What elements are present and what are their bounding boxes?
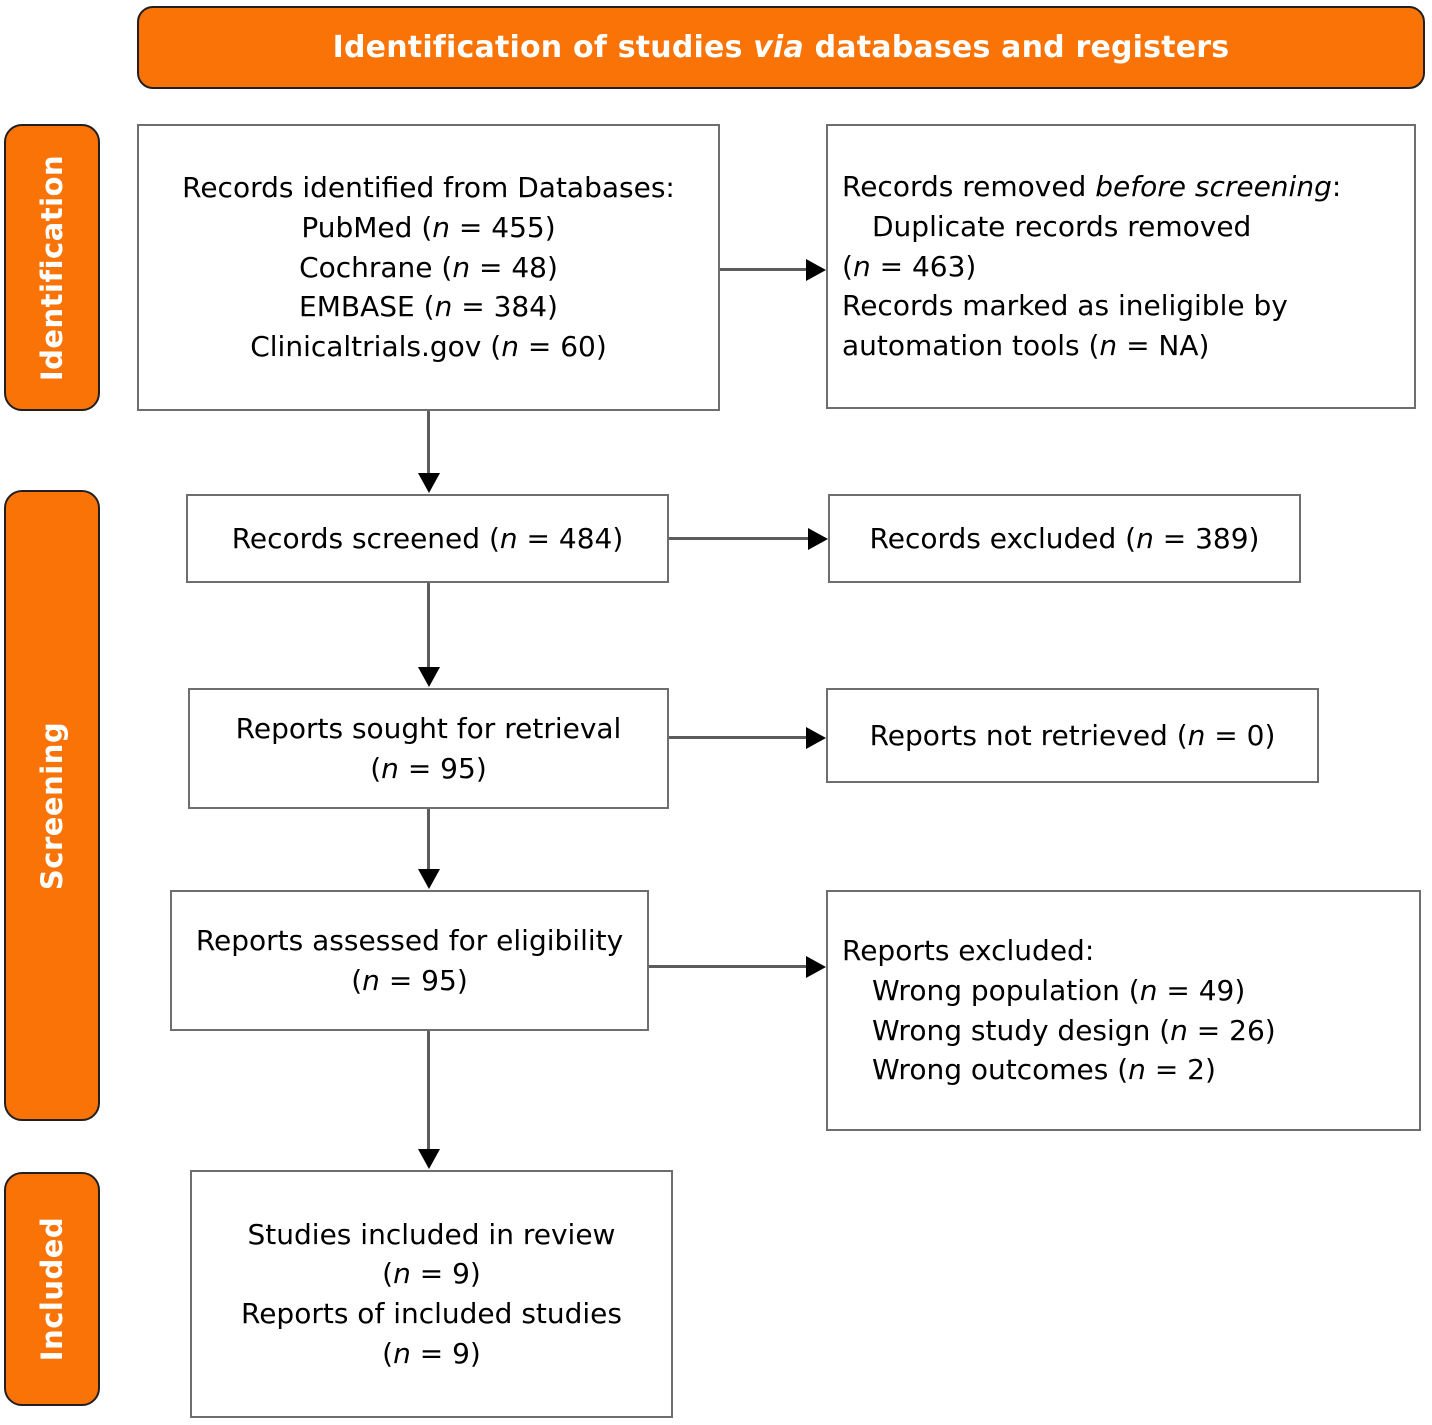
n-symbol: n bbox=[1128, 1053, 1146, 1087]
box-line: Reports of included studies bbox=[241, 1297, 622, 1330]
arrow-shaft bbox=[669, 537, 814, 540]
n-symbol: n bbox=[1099, 329, 1118, 363]
arrow-head bbox=[806, 259, 826, 281]
n-symbol: n bbox=[452, 250, 471, 284]
box-reports-not-retrieved: Reports not retrieved (n = 0) bbox=[826, 688, 1319, 783]
box-records-excluded-text: Records excluded (n = 389) bbox=[830, 519, 1299, 559]
box-line: (n = 95) bbox=[351, 963, 468, 997]
phase-label-included: Included bbox=[4, 1172, 100, 1406]
box-reports-assessed: Reports assessed for eligibility (n = 95) bbox=[170, 890, 649, 1031]
box-line: Wrong outcomes (n = 2) bbox=[872, 1053, 1216, 1087]
n-symbol: n bbox=[434, 290, 453, 324]
box-reports-sought: Reports sought for retrieval (n = 95) bbox=[188, 688, 669, 809]
box-records-screened-text: Records screened (n = 484) bbox=[188, 519, 667, 559]
arrow-head bbox=[418, 473, 440, 493]
arrow-shaft bbox=[669, 736, 812, 739]
arrow-shaft bbox=[649, 965, 812, 968]
box-line: Reports excluded: bbox=[842, 934, 1095, 967]
box-line: Wrong study design (n = 26) bbox=[872, 1013, 1276, 1047]
box-studies-included-text: Studies included in review (n = 9) Reports… bbox=[192, 1215, 671, 1374]
n-symbol: n bbox=[1139, 973, 1158, 1007]
n-symbol: n bbox=[393, 1336, 411, 1370]
diagram-title-pre: Identification of studies bbox=[332, 30, 754, 65]
phase-label-included-text: Included bbox=[35, 1216, 69, 1362]
phase-label-screening: Screening bbox=[4, 490, 100, 1121]
n-symbol: n bbox=[852, 249, 871, 283]
arrow-shaft bbox=[427, 411, 430, 479]
box-line: Records marked as ineligible by bbox=[842, 289, 1288, 323]
box-line: (n = 95) bbox=[370, 751, 487, 785]
box-line: Studies included in review bbox=[247, 1217, 616, 1251]
arrow-head bbox=[806, 956, 826, 978]
arrow-head bbox=[418, 667, 440, 687]
box-line: Reports not retrieved (n = 0) bbox=[869, 718, 1276, 752]
n-symbol: n bbox=[501, 330, 519, 364]
n-symbol: n bbox=[432, 210, 450, 244]
diagram-title-post: databases and registers bbox=[803, 30, 1230, 65]
arrow-head bbox=[418, 869, 440, 889]
arrow-shaft bbox=[427, 583, 430, 673]
diagram-title-banner: Identification of studies via databases … bbox=[137, 6, 1425, 89]
n-symbol: n bbox=[1170, 1013, 1188, 1047]
n-symbol: n bbox=[393, 1257, 411, 1291]
box-reports-not-retrieved-text: Reports not retrieved (n = 0) bbox=[828, 716, 1317, 756]
n-symbol: n bbox=[1187, 718, 1206, 752]
box-records-screened: Records screened (n = 484) bbox=[186, 494, 669, 583]
box-reports-assessed-text: Reports assessed for eligibility (n = 95) bbox=[172, 921, 647, 1001]
box-reports-excluded: Reports excluded: Wrong population (n = 4… bbox=[826, 890, 1421, 1131]
phase-label-screening-text: Screening bbox=[35, 721, 69, 890]
phase-label-identification-text: Identification bbox=[35, 154, 70, 381]
arrow-shaft bbox=[427, 1031, 430, 1155]
arrow-head bbox=[806, 727, 826, 749]
n-symbol: n bbox=[381, 751, 399, 785]
box-line: Records screened (n = 484) bbox=[231, 521, 624, 555]
box-line: Records removed before screening: bbox=[842, 170, 1342, 204]
box-records-removed-text: Records removed before screening: Duplica… bbox=[828, 167, 1414, 366]
box-line: Wrong population (n = 49) bbox=[872, 973, 1246, 1007]
box-line: Reports sought for retrieval bbox=[235, 711, 622, 745]
box-line: Records identified from Databases: bbox=[182, 171, 675, 205]
box-line: (n = 463) bbox=[842, 249, 977, 283]
box-line: Duplicate records removed bbox=[872, 209, 1252, 243]
box-line: automation tools (n = NA) bbox=[842, 329, 1210, 363]
arrow-shaft bbox=[720, 268, 812, 271]
diagram-title: Identification of studies via databases … bbox=[333, 30, 1230, 65]
box-records-excluded: Records excluded (n = 389) bbox=[828, 494, 1301, 583]
box-line: (n = 9) bbox=[382, 1257, 481, 1291]
box-line: Cochrane (n = 48) bbox=[299, 250, 558, 284]
emphasised-text: before screening bbox=[1095, 170, 1332, 204]
diagram-title-via: via bbox=[753, 30, 804, 65]
box-records-identified-text: Records identified from Databases: PubMed… bbox=[139, 168, 718, 367]
box-line: Clinicaltrials.gov (n = 60) bbox=[250, 330, 607, 364]
arrow-head bbox=[418, 1149, 440, 1169]
arrow-shaft bbox=[427, 809, 430, 875]
arrow-head bbox=[808, 528, 828, 550]
box-line: Reports assessed for eligibility bbox=[195, 923, 624, 957]
box-line: (n = 9) bbox=[382, 1336, 481, 1370]
box-reports-sought-text: Reports sought for retrieval (n = 95) bbox=[190, 709, 667, 789]
n-symbol: n bbox=[1136, 521, 1154, 555]
n-symbol: n bbox=[499, 521, 518, 555]
phase-label-identification: Identification bbox=[4, 124, 100, 411]
box-studies-included: Studies included in review (n = 9) Reports… bbox=[190, 1170, 673, 1418]
box-line: Records excluded (n = 389) bbox=[869, 521, 1260, 555]
box-records-identified: Records identified from Databases: PubMed… bbox=[137, 124, 720, 411]
box-reports-excluded-text: Reports excluded: Wrong population (n = 4… bbox=[828, 931, 1419, 1090]
box-line: EMBASE (n = 384) bbox=[299, 290, 558, 324]
box-line: PubMed (n = 455) bbox=[301, 210, 556, 244]
box-records-removed: Records removed before screening: Duplica… bbox=[826, 124, 1416, 409]
n-symbol: n bbox=[362, 963, 380, 997]
